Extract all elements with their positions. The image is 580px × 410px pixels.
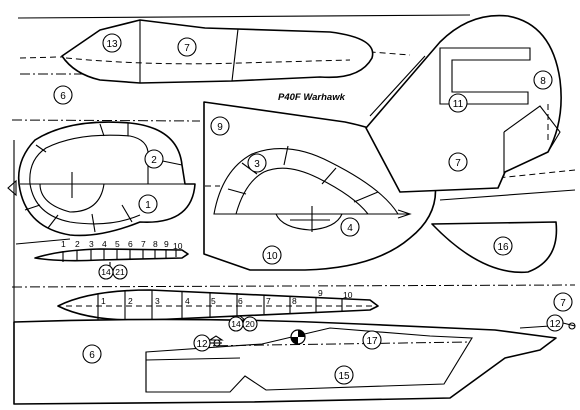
callout-2-label: 2 [151, 155, 157, 166]
rib-number-1: 1 [61, 239, 66, 249]
callout-8: 8 [533, 70, 553, 90]
rib-strip-large [57, 289, 379, 322]
callout-10-label: 10 [266, 251, 278, 262]
callout-3-label: 3 [254, 159, 260, 170]
rib-number-8: 8 [153, 239, 158, 249]
rib-number-3: 3 [155, 296, 160, 306]
callout-8-label: 8 [540, 76, 546, 87]
callout-16: 16 [493, 236, 513, 256]
canopy-part [61, 19, 374, 84]
callout-9: 9 [210, 116, 230, 136]
callout-4: 4 [340, 217, 360, 237]
rib-number-6: 6 [238, 296, 243, 306]
callout-6-label: 6 [60, 91, 66, 102]
callout-13-label: 13 [106, 39, 118, 50]
rib-number-8: 8 [292, 296, 297, 306]
rib-number-10: 10 [343, 290, 353, 300]
callout-12-right-label: 12 [549, 319, 561, 330]
callout-7-right: 7 [553, 292, 573, 312]
callout-7-right-label: 7 [560, 298, 566, 309]
callout-12-lower: 12 [193, 334, 211, 352]
rib-number-7: 7 [141, 239, 146, 249]
rib-number-5: 5 [211, 296, 216, 306]
rib-number-5: 5 [115, 239, 120, 249]
callout-15: 15 [334, 365, 354, 385]
callout-12-lower-label: 12 [196, 339, 208, 350]
fastener-details [209, 322, 576, 347]
rib-number-9: 9 [164, 239, 169, 249]
callout-14-large-label: 14 [231, 319, 241, 329]
rib-number-2: 2 [75, 239, 80, 249]
rib-number-9: 9 [318, 288, 323, 298]
rib-number-1: 1 [101, 296, 106, 306]
callout-17: 17 [362, 330, 382, 350]
callout-7-fin-label: 7 [455, 158, 461, 169]
rib-number-10: 10 [173, 241, 183, 251]
callout-6: 6 [53, 85, 73, 105]
callout-4-label: 4 [347, 223, 353, 234]
callout-6-lower: 6 [82, 344, 102, 364]
rib-labels-small: 1 2 3 4 5 6 7 8 9 10 [61, 239, 183, 251]
callout-16-label: 16 [497, 242, 509, 253]
callout-20-label: 20 [245, 319, 255, 329]
rib-number-3: 3 [89, 239, 94, 249]
callout-1: 1 [138, 194, 158, 214]
callout-15-label: 15 [338, 371, 350, 382]
callout-11-label: 11 [453, 99, 464, 110]
callout-6-lower-label: 6 [89, 350, 95, 361]
callout-14-large: 14 [228, 316, 244, 332]
callout-7-label: 7 [184, 43, 190, 54]
rib-number-4: 4 [185, 296, 190, 306]
rib-labels-large: 1 2 3 4 5 6 7 8 9 10 [101, 288, 353, 306]
callout-14-small-label: 14 [101, 267, 111, 277]
roundel-icon [290, 329, 306, 345]
callout-3: 3 [247, 153, 267, 173]
callout-17-label: 17 [366, 336, 378, 347]
callout-9-label: 9 [217, 122, 223, 133]
callout-7: 7 [177, 37, 197, 57]
rib-number-7: 7 [266, 296, 271, 306]
rib-number-4: 4 [102, 239, 107, 249]
callout-14-small: 14 [98, 264, 114, 280]
callout-2: 2 [144, 149, 164, 169]
callout-20: 20 [242, 316, 258, 332]
plan-title: P40F Warhawk [278, 92, 346, 103]
callout-1-label: 1 [145, 200, 151, 211]
callout-13: 13 [102, 33, 122, 53]
callout-12-right: 12 [546, 314, 564, 332]
rib-strip-small [15, 238, 189, 268]
callout-21-label: 21 [115, 267, 125, 277]
callout-7-fin: 7 [448, 152, 468, 172]
rib-number-6: 6 [128, 239, 133, 249]
callout-11: 11 [448, 93, 468, 113]
fuselage-lower-part [13, 318, 557, 405]
callout-10: 10 [262, 245, 282, 265]
callout-21: 21 [112, 264, 128, 280]
cowling-part [7, 121, 196, 237]
rib-number-2: 2 [128, 296, 133, 306]
